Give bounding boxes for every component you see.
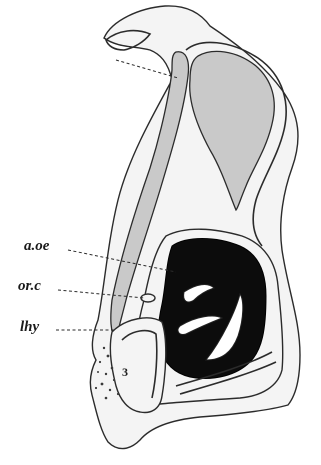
- label-or-c: or.c: [18, 278, 41, 294]
- label-lhy: lhy: [20, 319, 40, 335]
- label-3: 3: [122, 365, 128, 379]
- label-a-oe: a.oe: [24, 238, 50, 254]
